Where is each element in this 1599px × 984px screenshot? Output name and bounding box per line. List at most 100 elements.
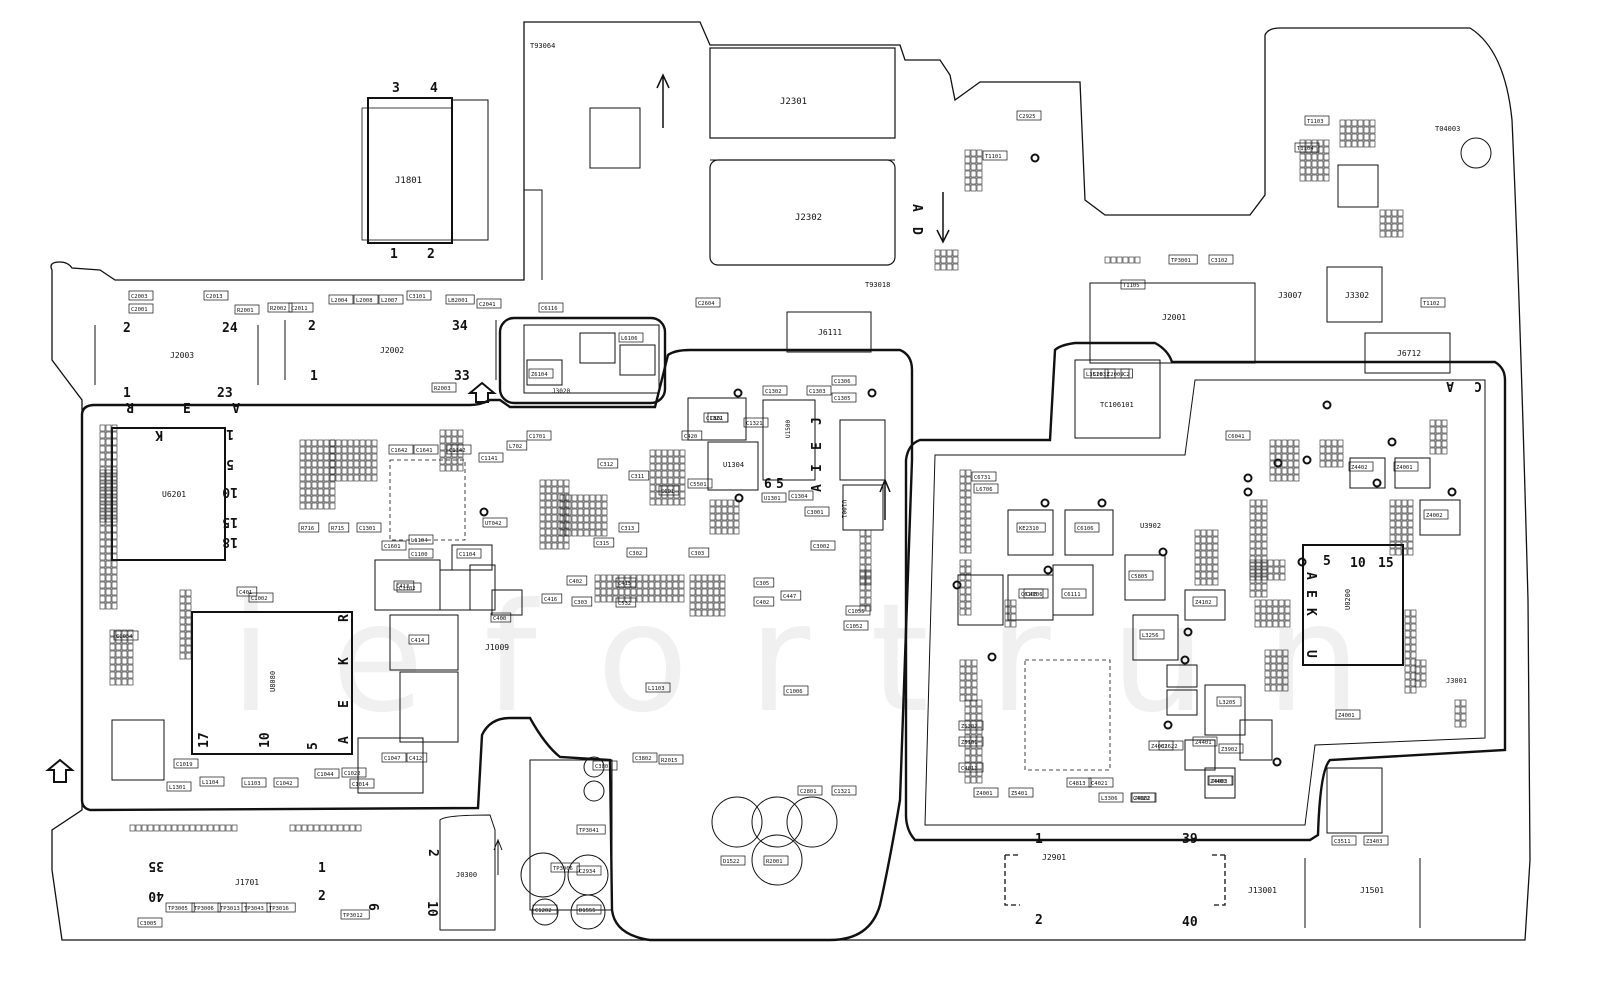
pad: [1281, 439, 1288, 447]
component-outline: [248, 592, 274, 603]
pad: [1212, 543, 1219, 551]
pad: [1363, 119, 1370, 127]
pad: [970, 706, 977, 714]
pad: [185, 624, 192, 632]
pad: [115, 650, 122, 658]
connector-j6712: [1364, 332, 1451, 374]
pad: [111, 424, 118, 432]
svg-text:17: 17: [197, 732, 212, 748]
pad: [551, 500, 558, 508]
pad: [595, 501, 602, 509]
component-outline: [381, 752, 407, 763]
pad: [583, 508, 590, 516]
pad: [311, 495, 318, 503]
label-u1001: U1001: [840, 500, 847, 518]
pad: [964, 727, 971, 735]
pad: [109, 650, 116, 658]
pad: [934, 263, 941, 271]
pad: [1281, 474, 1288, 482]
pad: [457, 457, 464, 465]
component-label: C2032: [1093, 372, 1110, 378]
pad: [371, 474, 378, 482]
label-j2003: J2003: [170, 351, 194, 360]
testpoint-tp3043: [531, 898, 559, 926]
pad: [323, 474, 330, 482]
component-outline: [1225, 430, 1251, 441]
pad: [1200, 529, 1207, 537]
pad: [964, 156, 971, 164]
pad: [451, 436, 458, 444]
pad: [1293, 474, 1300, 482]
component-label: D1522: [723, 859, 740, 865]
pad: [1379, 216, 1386, 224]
vias: [479, 153, 1457, 767]
pad: [445, 443, 452, 451]
pad: [1261, 583, 1268, 591]
testpoint-tp3001: [751, 834, 803, 886]
pad: [976, 727, 983, 735]
pad: [606, 574, 613, 582]
block-z4002: [1204, 684, 1246, 736]
pad: [111, 595, 118, 603]
pad: [457, 443, 464, 451]
component-label: LB2001: [448, 298, 468, 304]
pad: [109, 678, 116, 686]
pad: [323, 439, 330, 447]
pad: [571, 522, 578, 530]
pad: [1389, 541, 1396, 549]
pad: [1276, 684, 1283, 692]
component-label: C4021: [1091, 781, 1108, 787]
pad: [439, 436, 446, 444]
pad: [121, 643, 128, 651]
component-label: T1103: [1307, 119, 1324, 125]
pad: [1260, 620, 1267, 628]
component-label: Z3403: [1366, 839, 1383, 845]
pad: [1420, 659, 1427, 667]
pad: [707, 609, 714, 617]
pad: [976, 177, 983, 185]
pad: [545, 500, 552, 508]
pad: [971, 680, 978, 688]
svg-text:R: R: [126, 399, 134, 414]
pad: [1407, 520, 1414, 528]
pad: [99, 539, 106, 547]
pad: [343, 824, 350, 832]
component-label: Z4002: [1426, 513, 1443, 519]
pad: [179, 652, 186, 660]
pad: [618, 588, 625, 596]
component-outline: [695, 297, 721, 308]
pad: [127, 664, 134, 672]
pad: [1267, 559, 1274, 567]
pad: [115, 678, 122, 686]
pad: [1266, 606, 1273, 614]
pad: [319, 824, 326, 832]
pad: [1407, 499, 1414, 507]
svg-text:A: A: [909, 204, 924, 212]
pad: [557, 542, 564, 550]
pad: [127, 657, 134, 665]
pad: [1357, 140, 1364, 148]
pad: [1287, 439, 1294, 447]
chip-u0200: [1302, 544, 1404, 666]
testpoint-tp3041: [583, 756, 605, 778]
component-outline: [831, 392, 857, 403]
arrow-up-thin-icon: [656, 73, 670, 128]
pad: [577, 494, 584, 502]
pad: [1281, 453, 1288, 461]
pad: [679, 477, 686, 485]
component-label: L1104: [411, 538, 428, 544]
pad: [1339, 140, 1346, 148]
pad: [589, 508, 596, 516]
pad: [976, 156, 983, 164]
pad: [959, 469, 966, 477]
pad: [1397, 209, 1404, 217]
pad: [99, 567, 106, 575]
pad: [865, 564, 872, 572]
pad: [545, 514, 552, 522]
pad: [1379, 223, 1386, 231]
pad: [1299, 174, 1306, 182]
pad: [594, 574, 601, 582]
pad: [1264, 649, 1271, 657]
pad: [121, 657, 128, 665]
pad: [185, 645, 192, 653]
